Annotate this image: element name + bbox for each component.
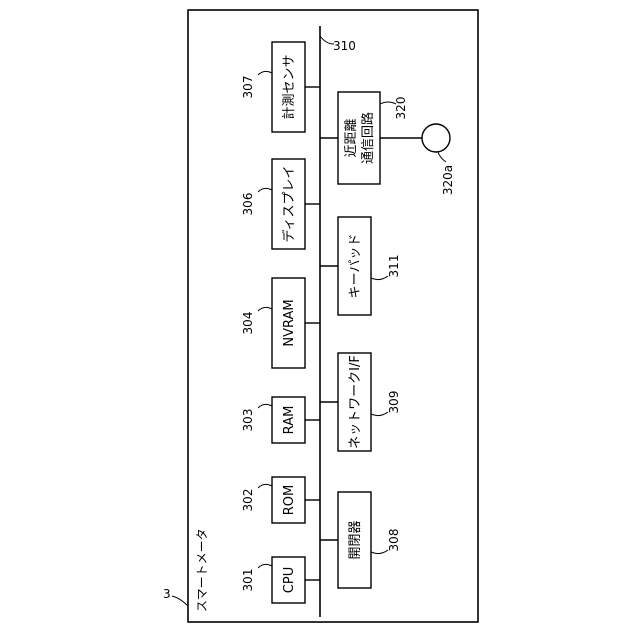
bus-ref: 310: [333, 39, 356, 53]
device-label: スマートメータ: [195, 528, 209, 612]
nvram-ref: 304: [241, 312, 255, 335]
nvram-label: NVRAM: [282, 299, 297, 346]
keypad-ref-leader: [371, 276, 388, 280]
ram-label: RAM: [282, 406, 297, 435]
sensor-ref-leader: [258, 71, 272, 75]
display-ref: 306: [241, 193, 255, 216]
nvram-ref-leader: [258, 307, 272, 311]
sensor-label: 計測センサ: [281, 54, 297, 119]
switch-label: 開閉器: [348, 520, 363, 559]
network-if-label: ネットワークI/F: [348, 355, 363, 449]
figure-ref-leader: [172, 596, 188, 606]
ram-ref-leader: [258, 404, 272, 408]
display-label: ディスプレイ: [281, 165, 297, 242]
antenna-icon: [422, 124, 450, 152]
rom-label: ROM: [282, 485, 297, 515]
keypad-ref: 311: [387, 255, 401, 278]
nfc-label-line2: 通信回路: [360, 112, 376, 164]
cpu-label: CPU: [282, 567, 297, 593]
antenna-ref-leader: [438, 152, 446, 162]
switch-ref: 308: [387, 529, 401, 552]
display-ref-leader: [258, 188, 272, 192]
cpu-ref: 301: [241, 569, 255, 592]
network-if-ref: 309: [387, 391, 401, 414]
figure-ref: 3: [163, 587, 171, 601]
bus-ref-leader: [320, 36, 334, 44]
switch-ref-leader: [371, 550, 388, 554]
nfc-label-line1: 近距離: [344, 118, 359, 157]
rom-ref: 302: [241, 489, 255, 512]
cpu-ref-leader: [258, 564, 272, 568]
keypad-label: キーパッド: [348, 234, 363, 299]
ram-ref: 303: [241, 409, 255, 432]
rom-ref-leader: [258, 484, 272, 488]
smart-meter-frame: [188, 10, 478, 622]
sensor-ref: 307: [241, 76, 255, 99]
nfc-ref: 320: [394, 97, 408, 120]
antenna-ref: 320a: [441, 165, 455, 195]
network-if-ref-leader: [371, 412, 388, 416]
